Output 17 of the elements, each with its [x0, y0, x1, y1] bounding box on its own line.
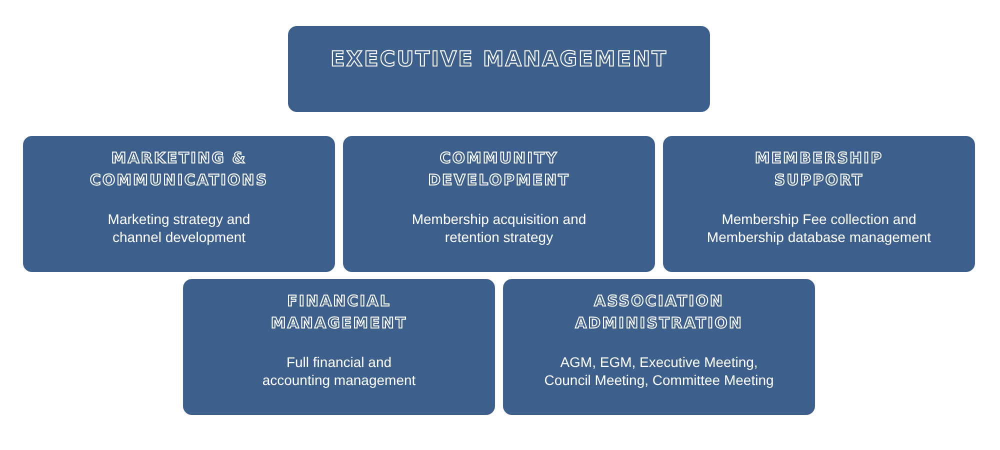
department-box: [288, 26, 710, 112]
department-box: [23, 136, 335, 272]
box-title: ASSOCIATION ADMINISTRATION: [574, 291, 744, 334]
box-description: Membership acquisition and retention strategy: [410, 210, 588, 246]
box-title: COMMUNITY DEVELOPMENT: [427, 148, 571, 191]
box-description: Marketing strategy and channel development: [106, 210, 252, 246]
box-title: MEMBERSHIP SUPPORT: [754, 148, 884, 191]
department-box: [343, 136, 655, 272]
department-box: [503, 279, 815, 415]
box-title: FINANCIAL MANAGEMENT: [270, 291, 408, 334]
box-description: AGM, EGM, Executive Meeting, Council Meeting, Committee Meeting: [543, 352, 775, 388]
box-description: Full financial and accounting management: [261, 352, 417, 388]
department-box: [183, 279, 495, 415]
department-box: [663, 136, 975, 272]
box-title: MARKETING & COMMUNICATIONS: [88, 148, 270, 191]
box-description: Membership Fee collection and Membership database management: [706, 210, 932, 246]
box-title: EXECUTIVE MANAGEMENT: [329, 46, 669, 73]
